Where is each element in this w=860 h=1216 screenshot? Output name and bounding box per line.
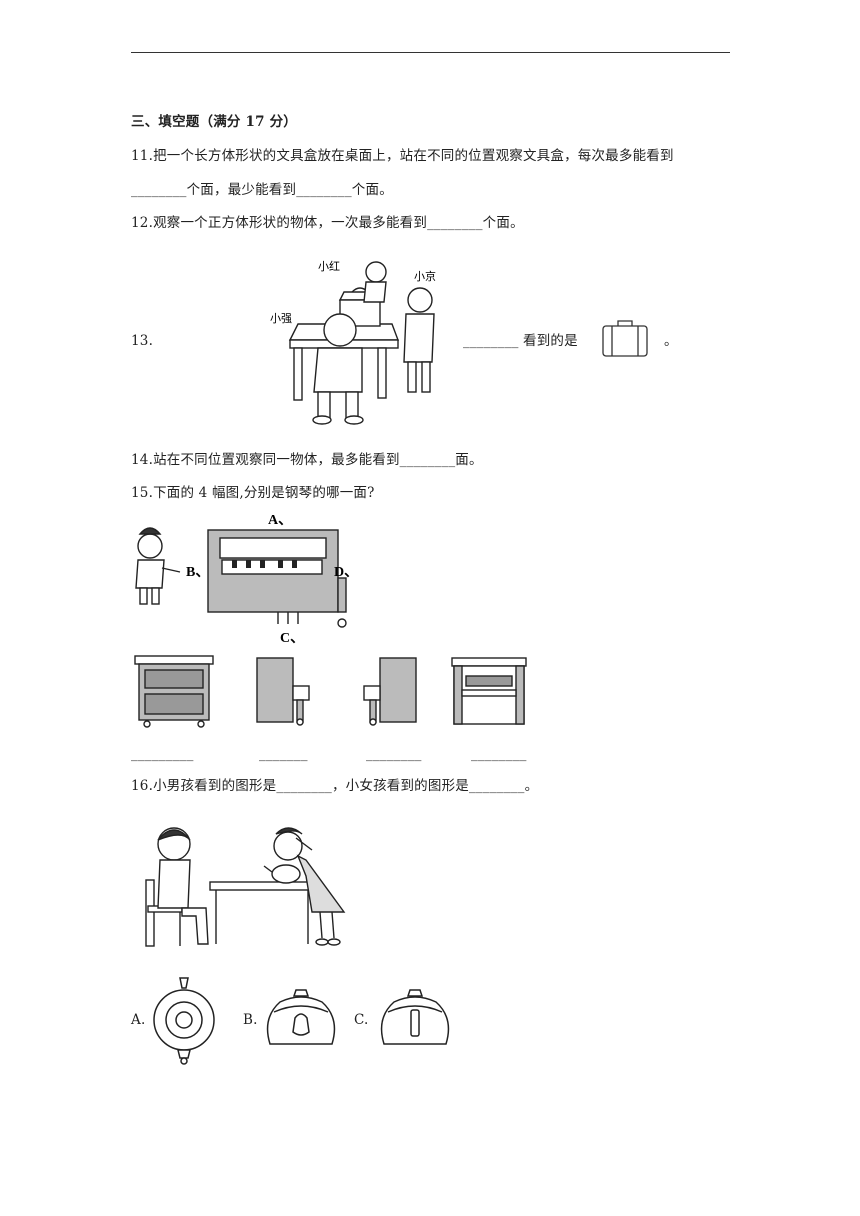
q15-blank-1: _________ [131,746,194,762]
q16-option-c-label: C. [354,1012,369,1028]
section-title: 三、填空题（满分 17 分） [131,114,297,130]
q15-text: 15.下面的 4 幅图,分别是钢琴的哪一面? [131,485,375,501]
q16-option-b-label: B. [243,1012,258,1028]
piano-label-b: B、 [186,565,209,580]
header-rule [131,52,730,53]
piano-label-a: A、 [268,513,292,528]
q13-end: 。 [664,333,678,349]
piano-view-3 [363,657,417,726]
q13-illustration: 小红 小京 小强 [270,260,436,425]
piano-view-4 [451,657,527,725]
q13-seen-label: 看到的是 [523,333,578,349]
piano-view-2 [256,657,310,726]
q13-number: 13. [131,333,154,349]
q13-blank: ________ [463,333,519,349]
piano-label-d: D、 [334,565,358,580]
label-xiaohong: 小红 [318,260,340,273]
q16-text: 16.小男孩看到的图形是________，小女孩看到的图形是________。 [131,778,539,794]
teapot-top-view-icon [153,977,215,1065]
teapot-front-handle-icon [380,989,450,1045]
q12-text: 12.观察一个正方体形状的物体，一次最多能看到________个面。 [131,215,524,231]
q16-option-a-label: A. [131,1012,146,1028]
q11-line1: 11.把一个长方体形状的文具盒放在桌面上，站在不同的位置观察文具盒，每次最多能看… [131,148,674,164]
q15-blank-2: _______ [259,746,308,762]
piano-label-c: C、 [280,631,304,646]
q11-line2: ________个面，最少能看到________个面。 [131,182,393,198]
teapot-front-spout-icon [266,989,336,1045]
q15-blank-4: ________ [471,746,527,762]
label-xiaojing: 小京 [414,269,436,283]
piano-scene: A、 B、 D、 C、 [135,513,358,646]
piano-view-1 [134,655,214,728]
bag-icon [602,320,648,357]
q16-illustration [145,827,346,947]
q14-text: 14.站在不同位置观察同一物体，最多能看到________面。 [131,452,483,468]
label-xiaoqiang: 小强 [270,312,292,325]
q15-blank-3: ________ [366,746,422,762]
